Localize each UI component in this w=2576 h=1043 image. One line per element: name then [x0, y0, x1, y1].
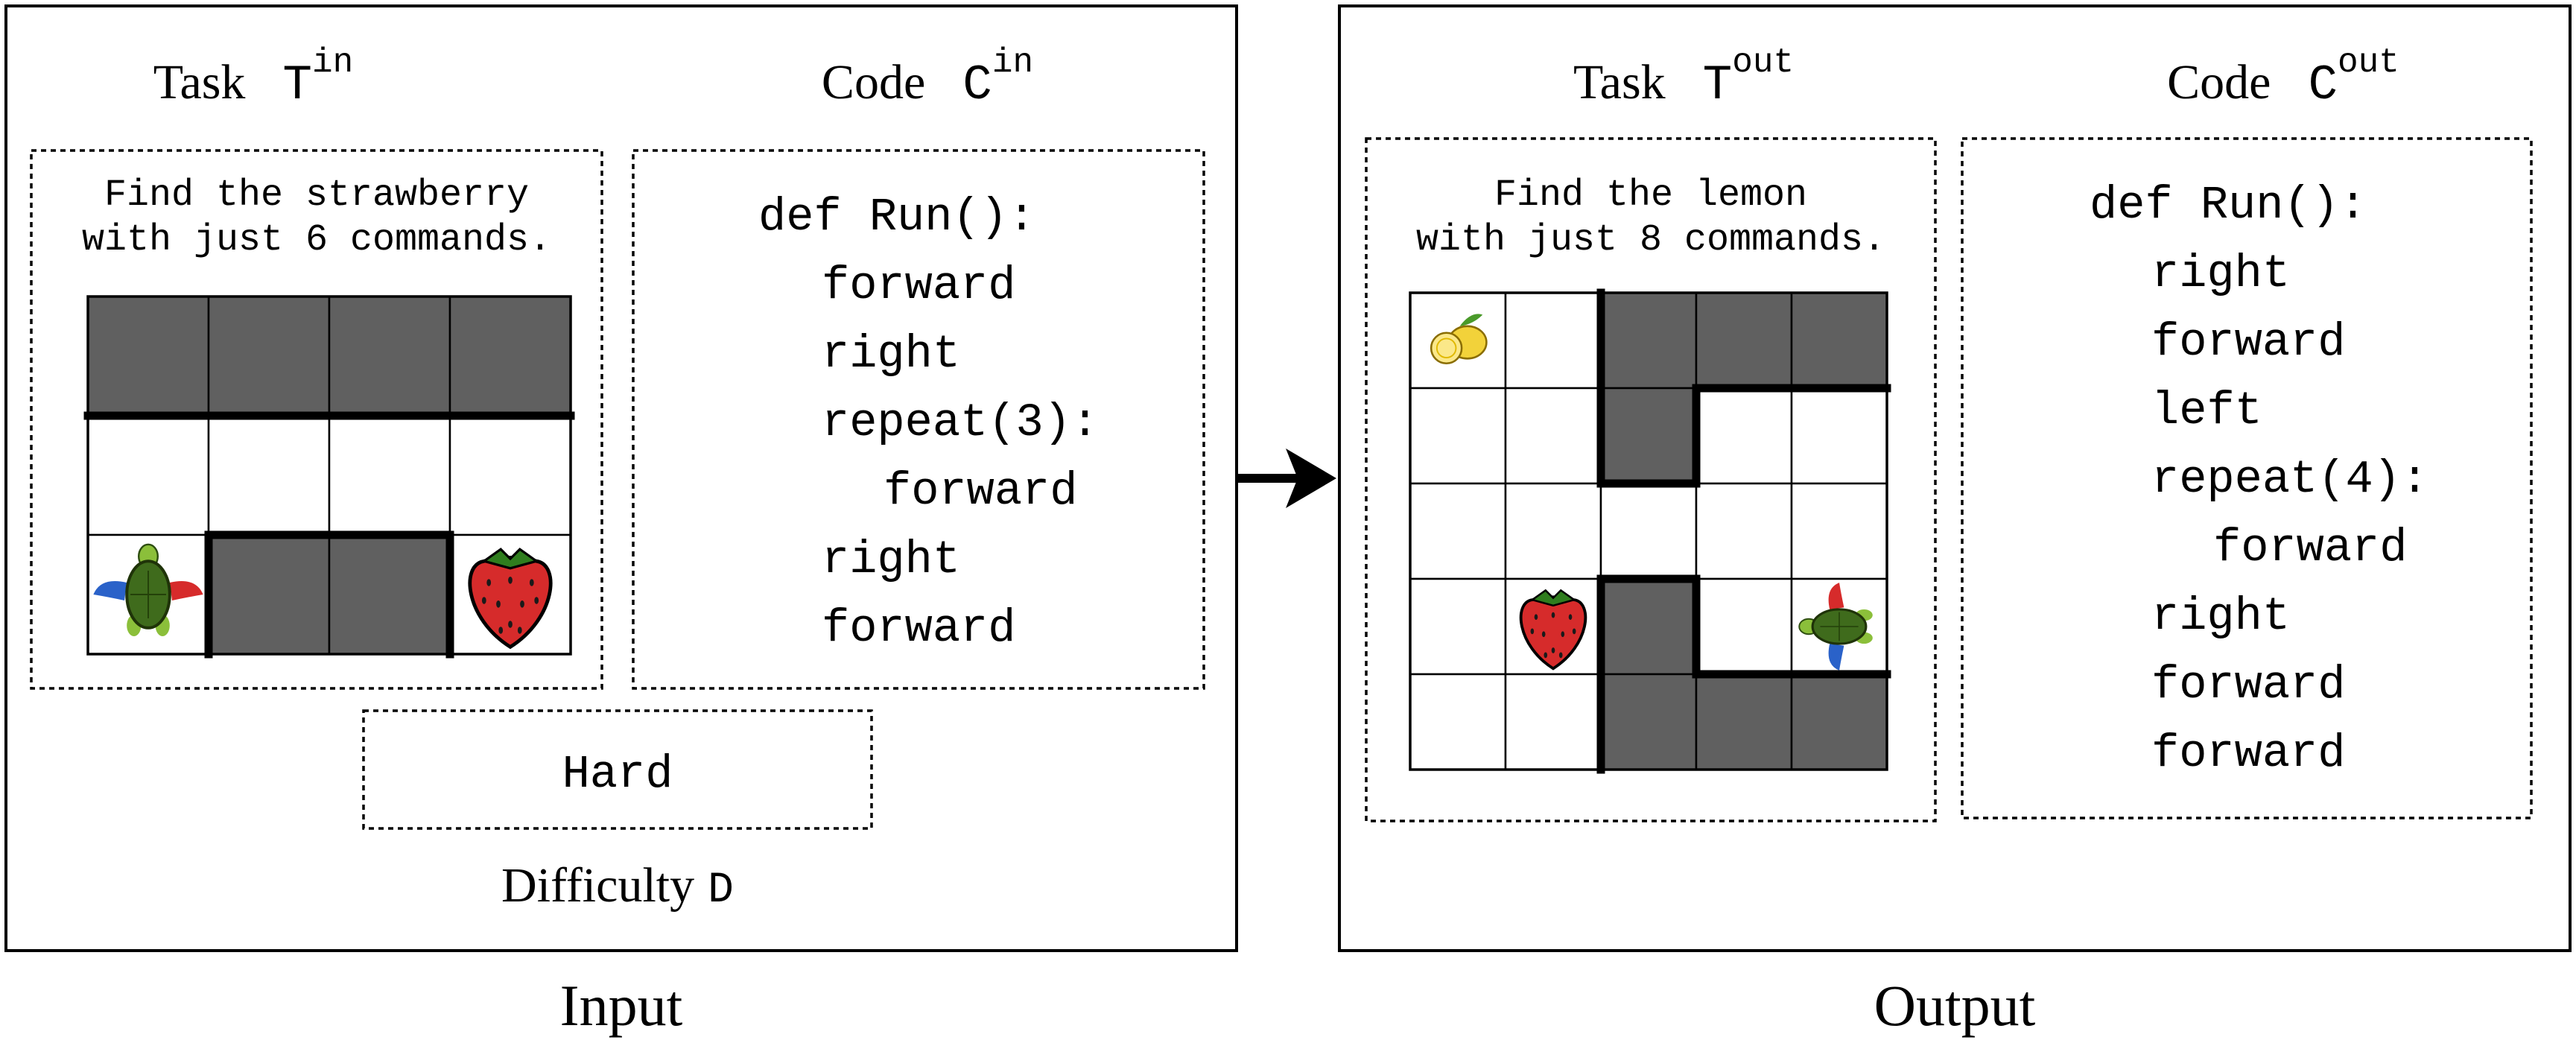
lemon-icon [1430, 314, 1488, 364]
input-task-text-line-2: with just 6 commands. [82, 219, 551, 261]
input-to-output-arrow [1238, 448, 1336, 508]
output-grid-free-cell [1695, 482, 1793, 580]
output-grid-free-cell [1504, 291, 1602, 390]
input-grid-outline [86, 295, 572, 656]
output-grid [1409, 288, 1891, 774]
input-grid-free-cell [207, 414, 331, 536]
input-grid [83, 295, 575, 659]
output-task-heading-sup: out [1732, 43, 1794, 82]
input-grid-free-cell [86, 414, 210, 536]
strawberry-icon [1519, 589, 1587, 670]
input-task-heading: Task Tin [153, 43, 354, 113]
output-grid-free-cell [1504, 482, 1602, 580]
input-code-line-2: forward [822, 259, 1015, 312]
output-grid-free-cell [1599, 482, 1698, 580]
input-grid-wall-cell [328, 295, 451, 417]
output-grid-free-cell [1504, 673, 1602, 771]
input-code-heading-word: Code [822, 55, 925, 110]
output-grid-wall-cell [1599, 387, 1698, 485]
difficulty-box [362, 709, 873, 830]
output-code-box [1961, 137, 2533, 820]
input-task-text-line-1: Find the strawberry [104, 174, 529, 217]
output-code-line-5: repeat(4): [2151, 453, 2429, 506]
output-grid-free-cell [1409, 482, 1507, 580]
input-task-heading-sup: in [312, 43, 353, 82]
output-grid-wall-cell [1695, 673, 1793, 771]
output-grid-free-cell [1790, 387, 1888, 485]
output-code-heading-symbol: C [2308, 57, 2338, 113]
input-code-line-6: right [822, 533, 960, 586]
output-grid-wall-cell [1599, 577, 1698, 676]
input-grid-wall-cell [207, 295, 331, 417]
difficulty-label: Difficulty D [501, 858, 734, 915]
input-task-box [30, 149, 603, 690]
output-code-heading-sup: out [2338, 43, 2399, 82]
output-code-line-8: forward [2151, 659, 2345, 711]
input-code-line-7: forward [822, 602, 1015, 655]
input-caption: Input [560, 973, 683, 1038]
output-code-line-9: forward [2151, 727, 2345, 780]
input-code-line-4: repeat(3): [822, 396, 1099, 449]
output-code-heading-word: Code [2167, 55, 2271, 110]
output-task-heading: Task Tout [1573, 43, 1794, 113]
turtle-icon [93, 543, 203, 636]
output-grid-wall-cell [1695, 291, 1793, 390]
output-code-line-2: right [2151, 247, 2290, 300]
difficulty-label-word: Difficulty [501, 858, 694, 913]
input-task-heading-word: Task [153, 55, 246, 110]
input-panel: Task Tin Code Cin Find the strawberry with… [4, 4, 1238, 952]
output-code-heading: Code Cout [2167, 43, 2399, 113]
output-panel: Task Tout Code Cout Find the lemon with ju… [1338, 4, 2572, 952]
output-grid-free-cell [1409, 387, 1507, 485]
input-grid-wall-cell [328, 533, 451, 656]
input-task-heading-symbol: T [282, 57, 312, 113]
output-grid-free-cell [1409, 577, 1507, 676]
input-grid-wall-cell [448, 295, 572, 417]
input-code-heading-symbol: C [962, 57, 992, 113]
output-code-line-6: forward [2213, 522, 2407, 574]
input-code-line-3: right [822, 328, 960, 381]
input-code-heading-sup: in [992, 43, 1033, 82]
output-grid-free-cell [1790, 482, 1888, 580]
input-panel-frame [4, 4, 1238, 952]
input-grid-free-cell [448, 414, 572, 536]
input-grid-wall-cell [86, 295, 210, 417]
output-grid-wall-cell [1790, 673, 1888, 771]
output-grid-outline [1409, 291, 1888, 771]
output-grid-free-cell [1695, 387, 1793, 485]
output-panel-frame [1338, 4, 2572, 952]
output-code-line-7: right [2151, 590, 2290, 643]
output-task-box [1365, 137, 1937, 822]
strawberry-icon [468, 548, 553, 650]
input-code-line-1: def Run(): [758, 191, 1035, 244]
difficulty-value: Hard [562, 748, 673, 801]
input-code-heading: Code Cin [822, 43, 1033, 113]
output-grid-wall-cell [1790, 291, 1888, 390]
output-task-heading-symbol: T [1703, 57, 1733, 113]
output-task-text-line-1: Find the lemon [1494, 174, 1807, 217]
input-grid-wall-cell [207, 533, 331, 656]
input-code-line-5: forward [883, 465, 1077, 518]
output-caption: Output [1874, 973, 2036, 1038]
output-grid-wall-cell [1599, 673, 1698, 771]
output-grid-free-cell [1409, 673, 1507, 771]
turtle-icon [1798, 583, 1873, 670]
output-code-line-4: left [2151, 384, 2262, 437]
output-grid-free-cell [1504, 387, 1602, 485]
output-grid-wall-cell [1599, 291, 1698, 390]
output-task-heading-word: Task [1573, 55, 1666, 110]
output-grid-free-cell [1695, 577, 1793, 676]
input-grid-free-cell [328, 414, 451, 536]
difficulty-label-symbol: D [708, 866, 734, 915]
input-code-box [632, 149, 1205, 690]
output-code-line-1: def Run(): [2090, 179, 2367, 232]
output-task-text-line-2: with just 8 commands. [1416, 219, 1885, 261]
output-code-line-3: forward [2151, 316, 2345, 369]
